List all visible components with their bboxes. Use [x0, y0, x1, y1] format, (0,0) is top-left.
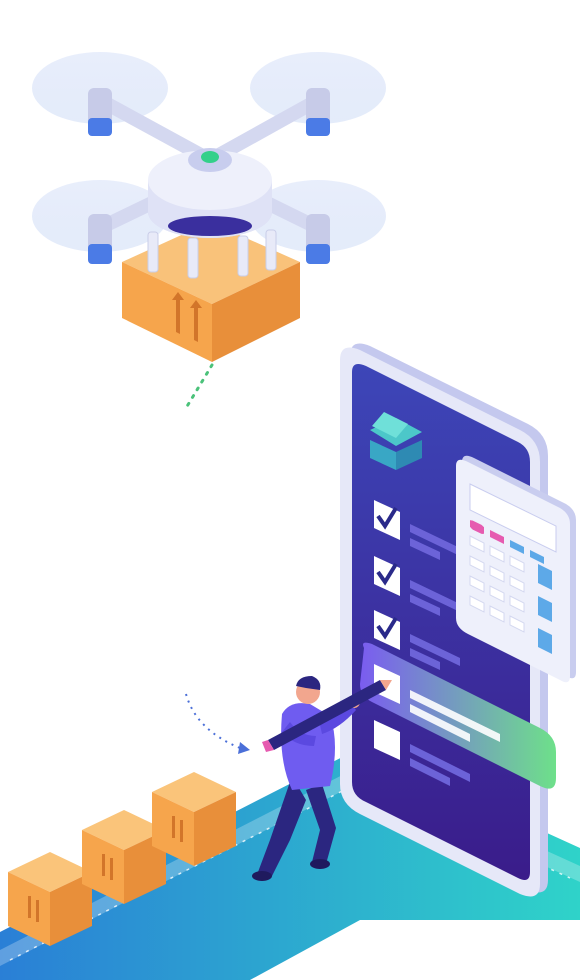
checkbox-checked-icon[interactable] [374, 556, 400, 596]
package-box-icon [122, 222, 300, 362]
calculator-icon [456, 455, 576, 683]
checkbox-unchecked-icon[interactable] [374, 720, 400, 760]
checkbox-checked-icon[interactable] [374, 500, 400, 540]
package-box-icon [8, 852, 92, 946]
highlighted-task-row[interactable] [360, 642, 556, 789]
checklist [360, 500, 556, 789]
checkbox-checked-icon[interactable] [374, 610, 400, 650]
dotted-arrow-icon [185, 693, 250, 754]
keypad [469, 520, 552, 654]
pencil-icon [262, 680, 392, 752]
package-box-icon [82, 810, 166, 904]
status-light-icon [201, 151, 219, 163]
package-logo-icon [370, 412, 422, 470]
flight-path-icon [184, 363, 214, 410]
drone-icon [32, 52, 386, 362]
person-with-pencil-icon [252, 676, 392, 881]
package-box-icon [152, 772, 236, 866]
